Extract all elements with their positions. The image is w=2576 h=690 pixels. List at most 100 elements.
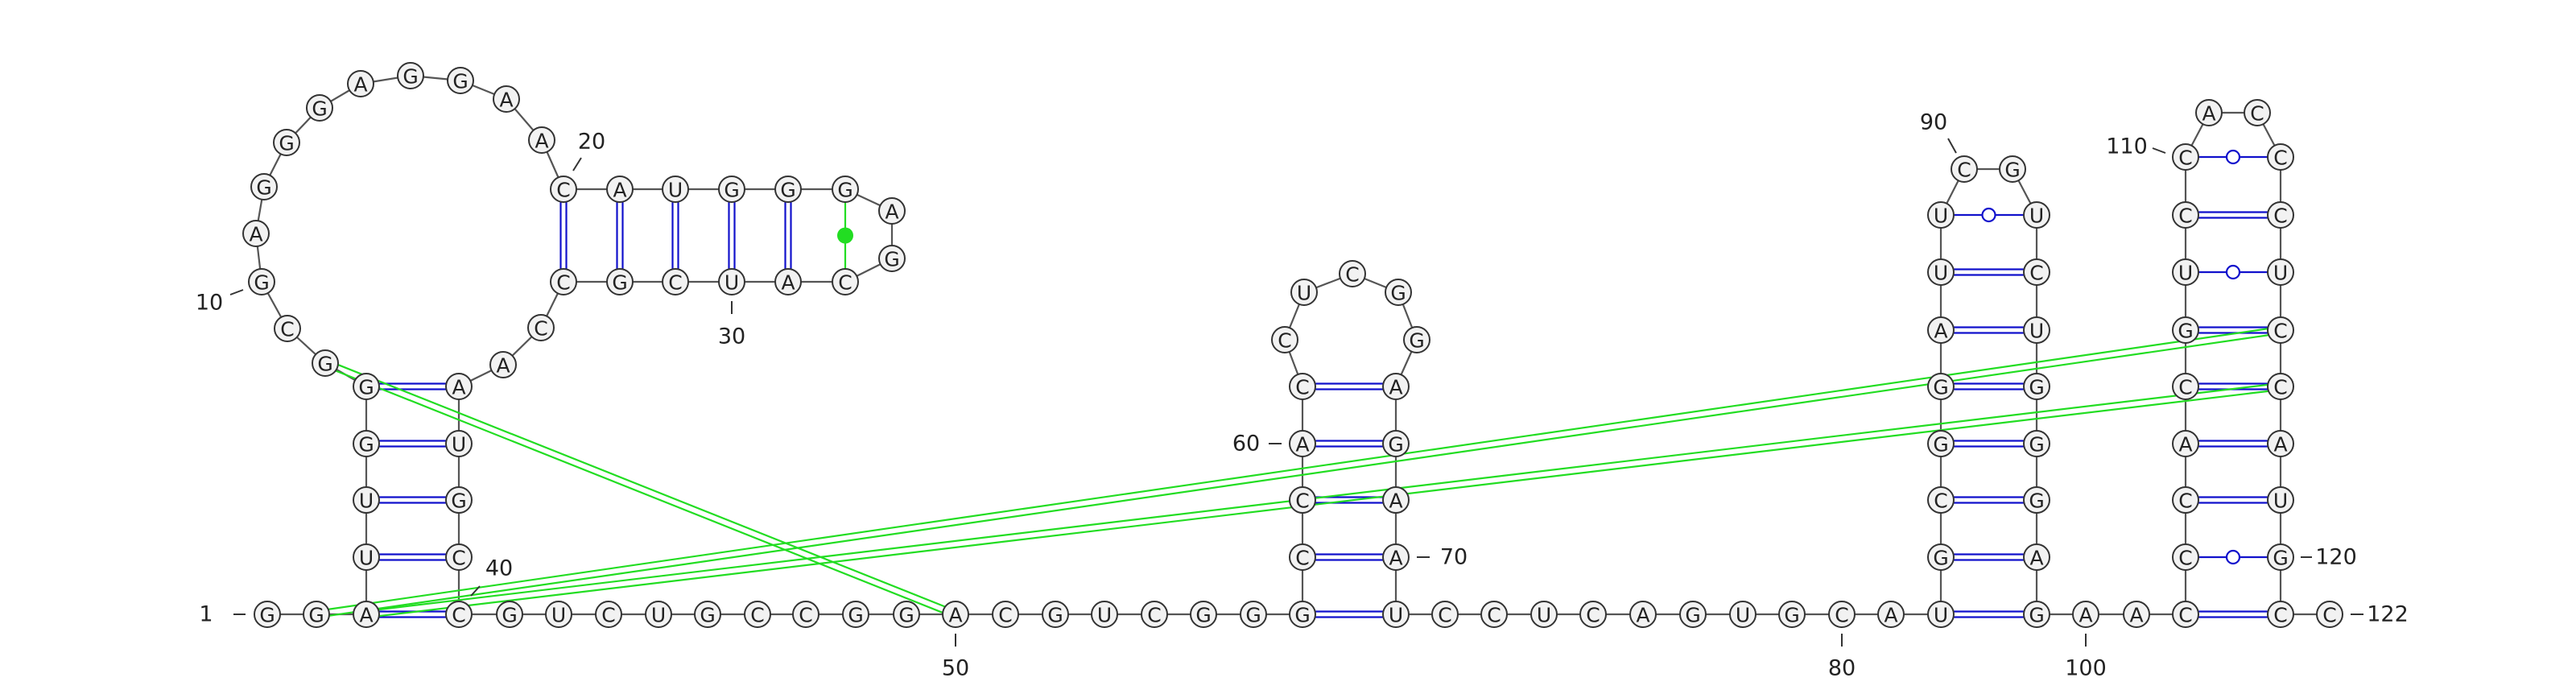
- nucleotide-letter: A: [535, 130, 548, 153]
- nucleotide-letter: G: [402, 65, 418, 89]
- nucleotide-85: G: [1927, 430, 1955, 457]
- nucleotide-circle: [1339, 260, 1366, 287]
- nucleotide-letter: G: [884, 248, 899, 271]
- nucleotide-letter: G: [612, 271, 627, 295]
- nucleotide-letter: C: [2250, 102, 2264, 126]
- wobble-pair-marker: [2225, 264, 2241, 280]
- nucleotide-82: U: [1927, 601, 1955, 628]
- nucleotide-letter: U: [2273, 490, 2288, 513]
- nucleotide-circle: [1951, 155, 1978, 183]
- nucleotide-113: C: [2267, 143, 2294, 171]
- nucleotide-letter: A: [2079, 604, 2092, 627]
- nucleotide-circle: [878, 197, 906, 225]
- nucleotide-118: A: [2267, 430, 2294, 457]
- position-number-label: 110: [2106, 134, 2148, 159]
- nucleotide-circle: [1999, 155, 2026, 183]
- nucleotide-circle: [250, 173, 278, 200]
- nucleotide-58: C: [1289, 543, 1316, 571]
- nucleotide-41: G: [496, 601, 523, 628]
- nucleotide-94: U: [2023, 316, 2050, 344]
- nucleotide-letter: C: [2178, 147, 2192, 170]
- nucleotide-circle: [2023, 201, 2050, 229]
- nucleotide-circle: [1141, 601, 1168, 628]
- nucleotide-circle: [1289, 373, 1316, 400]
- nucleotide-letter: A: [781, 271, 795, 295]
- nucleotide-circle: [792, 601, 819, 628]
- position-number-label: 50: [942, 656, 969, 681]
- nucleotide-circle: [274, 315, 301, 342]
- nucleotide-letter: G: [898, 604, 914, 627]
- nucleotide-88: U: [1927, 258, 1955, 286]
- nucleotide-letter: G: [837, 179, 852, 202]
- nucleotide-circle: [1382, 543, 1410, 571]
- nucleotide-circle: [1778, 601, 1806, 628]
- nucleotide-circle: [2267, 486, 2294, 514]
- nucleotide-39: C: [445, 543, 473, 571]
- nucleotide-circle: [1190, 601, 1217, 628]
- nucleotide-73: C: [1480, 601, 1508, 628]
- nucleotide-5: U: [353, 486, 380, 514]
- nucleotide-circle: [1289, 486, 1316, 514]
- nucleotide-27: G: [878, 245, 906, 272]
- nucleotide-circle: [2172, 486, 2199, 514]
- nucleotide-circle: [397, 62, 424, 89]
- nucleotide-letter: G: [312, 97, 327, 121]
- nucleotide-119: U: [2267, 486, 2294, 514]
- nucleotide-36: A: [445, 373, 473, 400]
- nucleotide-61: C: [1289, 373, 1316, 400]
- nucleotide-89: U: [1927, 201, 1955, 229]
- nucleotide-circle: [1927, 201, 1955, 229]
- nucleotide-circle: [2316, 601, 2343, 628]
- nucleotide-circle: [1382, 601, 1410, 628]
- nucleotide-letter: G: [700, 604, 715, 627]
- nucleotide-letter: U: [2178, 262, 2193, 285]
- nucleotide-20: C: [550, 176, 577, 203]
- nucleotide-letter: U: [668, 179, 683, 202]
- nucleotide-circle: [2023, 316, 2050, 344]
- nucleotide-circle: [645, 601, 672, 628]
- nucleotide-letter: U: [359, 547, 374, 570]
- nucleotide-circle: [1927, 486, 1955, 514]
- nucleotide-letter: A: [353, 73, 367, 97]
- nucleotide-21: A: [606, 176, 634, 203]
- nucleotide-circle: [1290, 279, 1318, 306]
- nucleotide-35: A: [489, 351, 517, 378]
- nucleotide-letter: G: [254, 271, 269, 295]
- nucleotide-circle: [1828, 601, 1856, 628]
- nucleotide-circle: [1385, 279, 1412, 306]
- nucleotide-79: G: [1778, 601, 1806, 628]
- nucleotide-48: G: [842, 601, 869, 628]
- position-number-label: 120: [2315, 545, 2357, 570]
- nucleotide-letter: C: [2273, 320, 2287, 343]
- nucleotide-circle: [1629, 601, 1657, 628]
- nucleotide-letter: U: [1537, 604, 1551, 627]
- nucleotide-letter: C: [452, 547, 465, 570]
- nucleotide-circle: [2267, 373, 2294, 400]
- nucleotide-letter: U: [551, 604, 566, 627]
- nucleotide-circle: [1927, 601, 1955, 628]
- nucleotide-circle: [1927, 373, 1955, 400]
- nucleotide-68: G: [1382, 430, 1410, 457]
- nucleotide-circle: [1927, 543, 1955, 571]
- nucleotide-101: A: [2123, 601, 2150, 628]
- nucleotide-circle: [893, 601, 920, 628]
- nucleotide-70: A: [1382, 543, 1410, 571]
- nucleotide-4: U: [353, 543, 380, 571]
- nucleotide-letter: C: [1295, 547, 1309, 570]
- nucleotide-letter: G: [2029, 604, 2044, 627]
- nucleotide-circle: [2172, 143, 2199, 171]
- nucleotide-letter: G: [848, 604, 863, 627]
- position-number-label: 100: [2065, 656, 2107, 681]
- nucleotide-108: U: [2172, 258, 2199, 286]
- nucleotide-circle: [2072, 601, 2099, 628]
- wobble-pair-marker: [2225, 149, 2241, 165]
- nucleotide-50: A: [942, 601, 969, 628]
- nucleotide-106: C: [2172, 373, 2199, 400]
- nucleotide-1: G: [254, 601, 281, 628]
- nucleotide-letter: C: [1934, 490, 1947, 513]
- nucleotide-38: G: [445, 486, 473, 514]
- wobble-pair-marker: [1981, 207, 1996, 223]
- wobble-pair-marker: [2225, 549, 2241, 565]
- nucleotide-letter: A: [948, 604, 962, 627]
